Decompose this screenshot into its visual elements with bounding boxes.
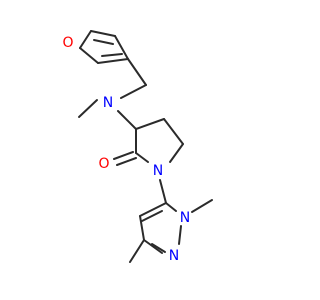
bond: [90, 30, 116, 37]
bond: [78, 99, 98, 118]
bond: [116, 157, 137, 166]
bond: [135, 118, 165, 130]
bond: [139, 215, 145, 241]
furan-oxygen-label: O: [62, 35, 73, 51]
bond: [97, 58, 129, 64]
bond: [117, 110, 137, 130]
bond: [113, 151, 134, 160]
bond: [79, 47, 99, 64]
amine-nitrogen-label: N: [103, 95, 113, 111]
bond: [178, 225, 182, 245]
atom-ring-nitrogen: N: [153, 163, 163, 179]
bond: [129, 239, 145, 263]
bond: [169, 143, 184, 163]
bond: [93, 39, 114, 45]
atom-amine-nitrogen: N: [103, 95, 113, 111]
bond: [151, 243, 166, 253]
bond: [127, 58, 147, 86]
carbonyl-oxygen-label: O: [98, 156, 109, 172]
atom-pyrazole-n2: N: [169, 248, 179, 264]
bond: [79, 30, 92, 49]
bond: [135, 152, 149, 163]
bond: [114, 35, 129, 60]
molecule-structure: O N O N N N: [62, 30, 213, 264]
bond: [141, 210, 163, 222]
bond: [165, 202, 177, 212]
bond: [101, 53, 123, 57]
pyrazole-n1-label: N: [180, 210, 190, 226]
bond: [159, 179, 167, 204]
pyrazole-n2-label: N: [169, 248, 179, 264]
atom-furan-oxygen: O: [62, 35, 73, 51]
bond: [143, 239, 163, 254]
bond: [191, 199, 213, 213]
atom-pyrazole-n1: N: [180, 210, 190, 226]
bond: [139, 202, 167, 217]
bond: [120, 84, 147, 99]
bond: [163, 118, 184, 145]
atom-carbonyl-oxygen: O: [98, 156, 109, 172]
structure-drawing: O N O N N N: [62, 30, 213, 264]
ring-nitrogen-label: N: [153, 163, 163, 179]
